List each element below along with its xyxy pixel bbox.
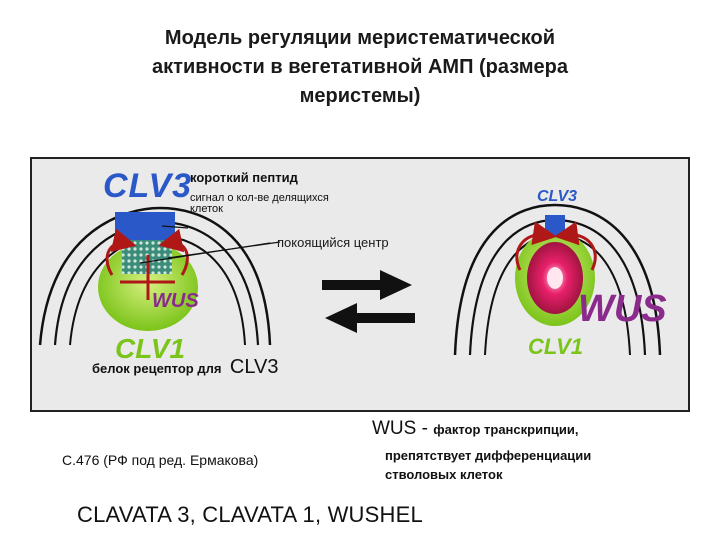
peptide-label: короткий пептид: [190, 170, 298, 185]
clv1-big-label: CLV1: [115, 333, 186, 364]
right-meristem: [453, 203, 662, 356]
wus-legend: WUS - фактор транскрипции,: [372, 418, 579, 440]
clv3-big-label: CLV3: [103, 167, 193, 205]
slide-title: Модель регуляции меристематической актив…: [80, 24, 640, 111]
clv1-small-label: CLV1: [528, 334, 584, 359]
quiescent-center-label: покоящийся центр: [277, 235, 389, 250]
receptor-label: белок рецептор для CLV3: [92, 356, 278, 379]
left-clv3-zone: [115, 212, 175, 242]
arrow-left: [325, 303, 415, 333]
gene-names: CLAVATA 3, CLAVATA 1, WUSHEL: [77, 502, 423, 527]
right-clv3-zone: [545, 215, 565, 237]
exchange-arrows: [322, 270, 415, 333]
receptor-label-clv3: CLV3: [229, 356, 279, 378]
wus-legend-definition: фактор транскрипции,: [433, 422, 579, 437]
wus-description-line-1: препятствует дифференциации: [385, 448, 592, 463]
title-line-1: Модель регуляции меристематической: [164, 27, 556, 49]
signal-label-line-1: сигнал о кол-ве делящихся: [190, 192, 329, 204]
wus-description: препятствует дифференциации стволовых кл…: [385, 446, 591, 484]
wus-big-label: WUS: [578, 288, 667, 330]
clv3-small-label: CLV3: [537, 188, 578, 205]
title-line-3: меристемы): [299, 85, 421, 107]
pointer-lines: [139, 225, 281, 264]
citation: С.476 (РФ под ред. Ермакова): [62, 452, 259, 468]
wus-legend-term: WUS -: [372, 418, 428, 439]
wus-description-line-2: стволовых клеток: [385, 467, 503, 482]
left-meristem: [38, 206, 272, 346]
title-line-2: активности в вегетативной АМП (размера: [152, 56, 568, 78]
arrow-right: [322, 270, 412, 300]
receptor-label-text: белок рецептор для: [92, 361, 222, 376]
wus-small-label: WUS: [152, 290, 199, 312]
signal-label-line-2: клеток: [190, 203, 223, 215]
signal-label: сигнал о кол-ве делящихся клеток: [190, 193, 329, 215]
